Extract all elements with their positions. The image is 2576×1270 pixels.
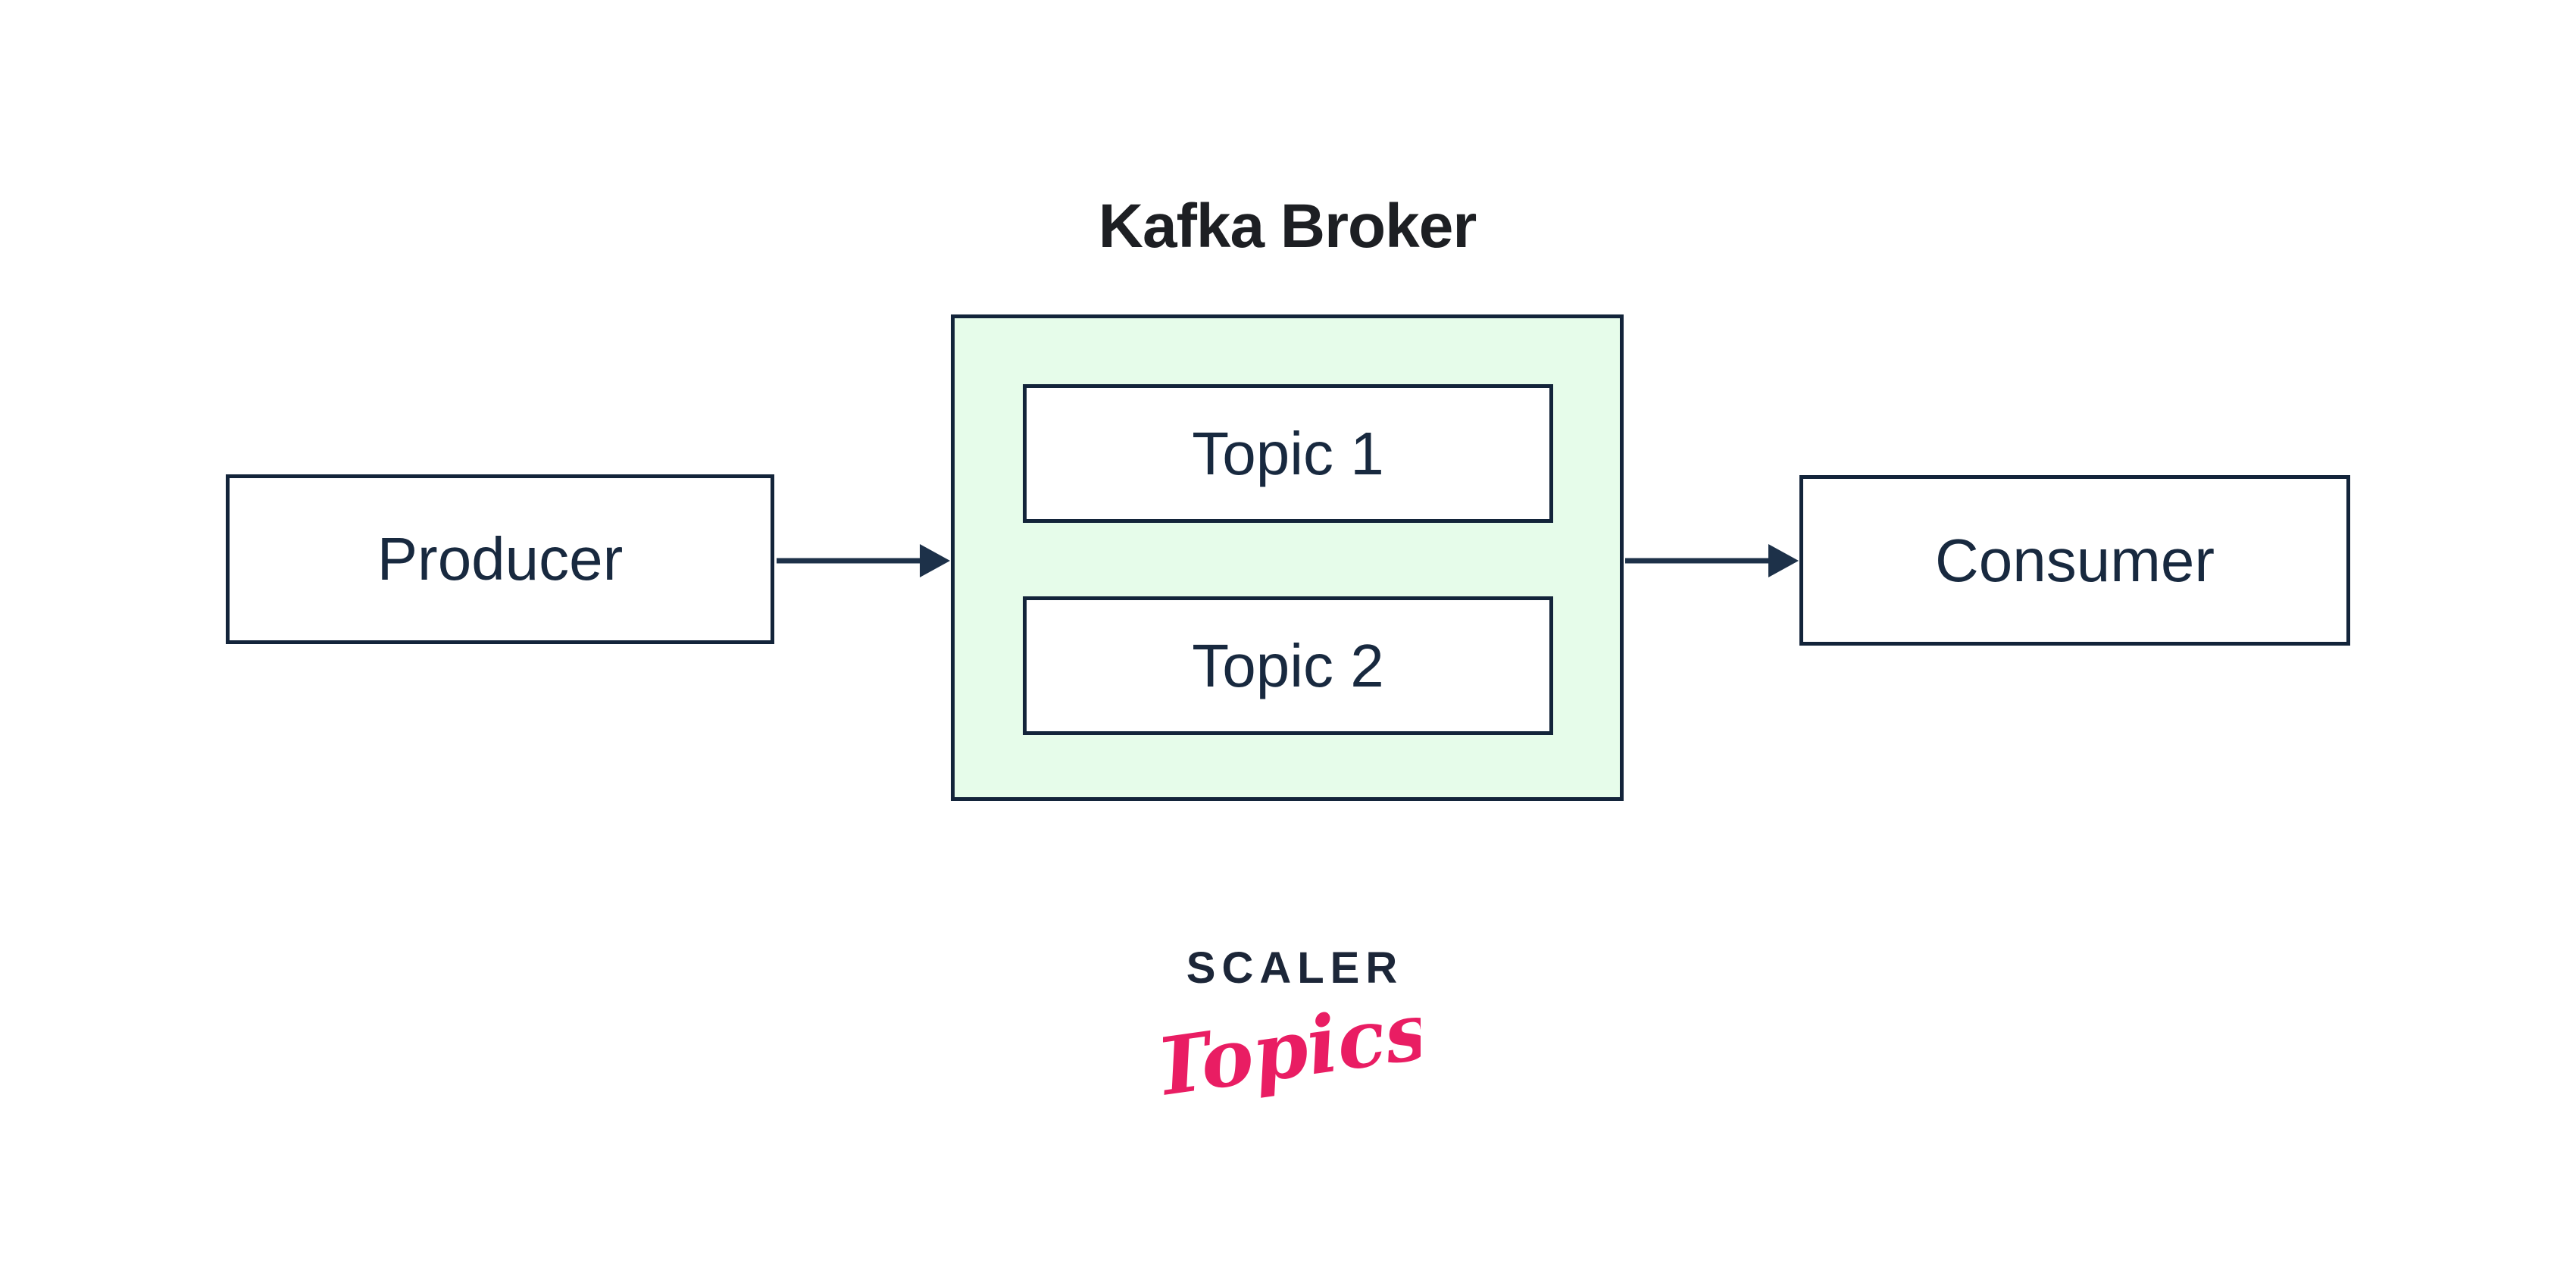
topic-2-label: Topic 2 (1192, 631, 1384, 699)
topic-2-node: Topic 2 (1023, 596, 1553, 735)
consumer-node: Consumer (1799, 475, 2350, 646)
topics-script-text: Topics (1163, 986, 1421, 1115)
topics-script-wordmark: Topics (1163, 986, 1421, 1115)
broker-title: Kafka Broker (1098, 192, 1477, 261)
producer-to-broker-arrow (777, 544, 950, 577)
producer-node: Producer (226, 474, 774, 644)
topic-1-node: Topic 1 (1023, 384, 1553, 523)
scaler-wordmark: SCALER (1186, 943, 1404, 993)
consumer-label: Consumer (1934, 526, 2215, 594)
producer-label: Producer (377, 525, 624, 593)
scaler-topics-logo: SCALER Topics (1152, 943, 1432, 1140)
topic-1-label: Topic 1 (1192, 419, 1384, 487)
broker-to-consumer-arrow (1625, 544, 1799, 577)
broker-node: Topic 1 Topic 2 (951, 314, 1624, 801)
